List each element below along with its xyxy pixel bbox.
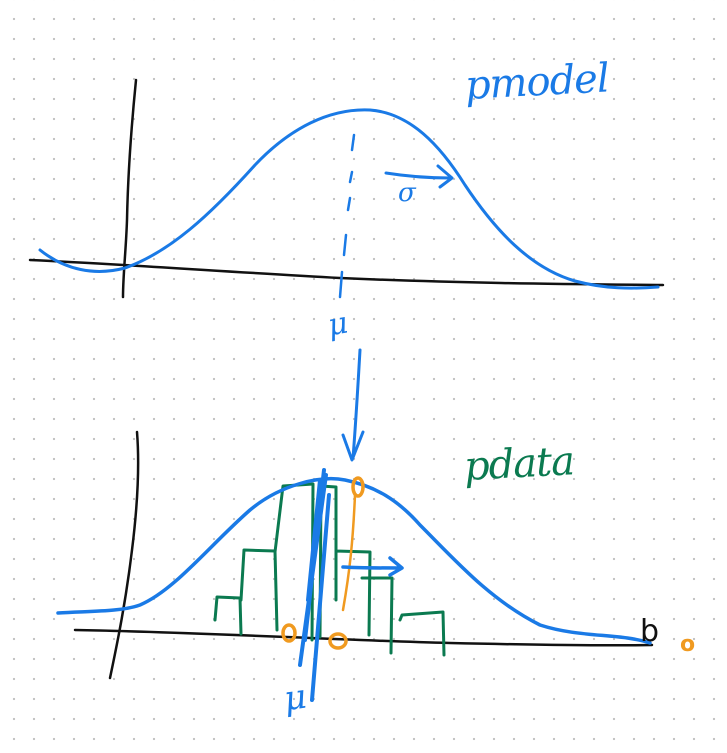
model-gaussian-curve: [38, 108, 660, 290]
fitted-sigma-arrow: [341, 556, 404, 577]
bottom-y-axis: [108, 430, 140, 680]
b-mark: b: [640, 614, 660, 649]
top-x-axis: [28, 258, 665, 287]
top-panel: [28, 78, 665, 299]
o-mark: o: [680, 632, 696, 657]
sigma-arrow: [384, 164, 454, 189]
sample-marker-top: [351, 476, 365, 498]
bottom-panel: [56, 430, 654, 702]
fitted-gaussian-curve: [56, 477, 652, 645]
fitted-mean-bar: [298, 468, 331, 702]
sample-marker-right: [328, 632, 348, 650]
model-mean-dashed-line: [338, 133, 356, 299]
sigma-label: σ: [398, 178, 416, 208]
top-y-axis: [121, 78, 138, 299]
sample-line: [341, 493, 357, 612]
sample-marker-left: [281, 623, 297, 643]
p-model-label: pmodel: [463, 55, 610, 109]
p-data-label: pdata: [462, 438, 576, 490]
bottom-x-axis: [73, 628, 654, 647]
transform-arrow: [341, 348, 365, 462]
mu-label-bottom: μ: [281, 676, 309, 720]
